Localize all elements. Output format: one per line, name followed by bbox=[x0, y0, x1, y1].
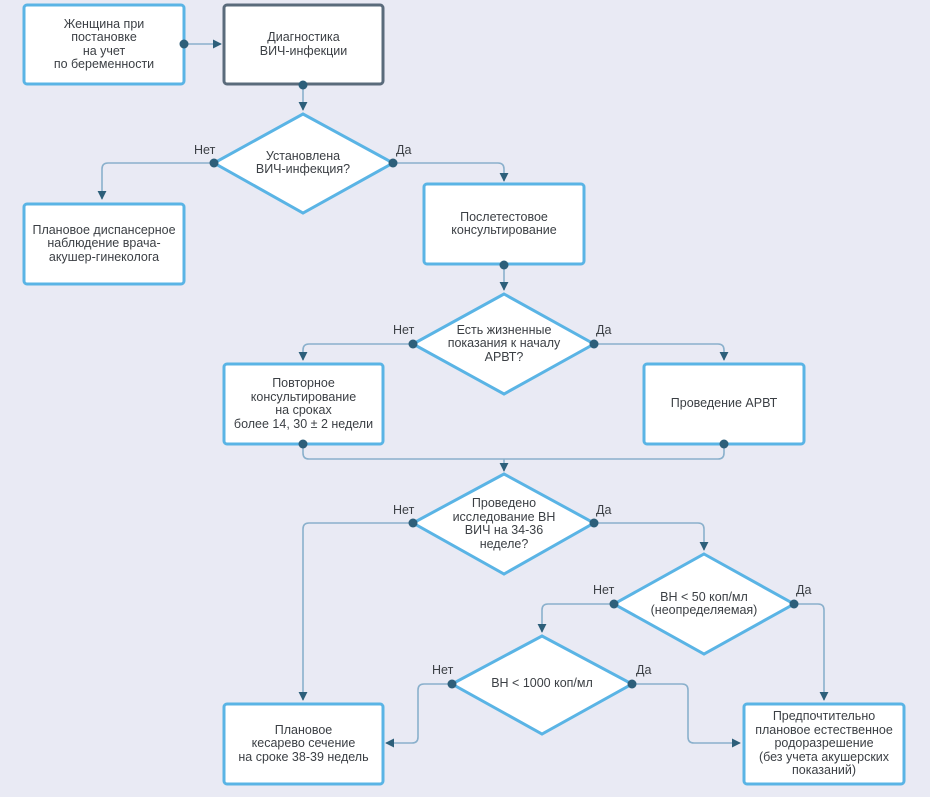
label-no: Нет bbox=[393, 503, 415, 517]
node-vl-below-1000-text: ВН < 1000 коп/мл bbox=[491, 676, 593, 691]
edge-decision4-no bbox=[537, 603, 614, 633]
node-diagnostics-text: Диагностика ВИЧ-инфекции bbox=[259, 30, 348, 58]
edge-decision3-no bbox=[298, 522, 413, 701]
label-yes: Да bbox=[596, 503, 612, 517]
dot bbox=[609, 599, 619, 609]
node-cesarean-text: Плановое кесарево сечение на сроке 38-39… bbox=[238, 722, 369, 764]
node-vl-test-done-text: Проведено исследование ВН ВИЧ на 34-36 н… bbox=[452, 496, 556, 551]
label-yes: Да bbox=[636, 663, 652, 677]
diamond-vl-below-50 bbox=[610, 552, 798, 656]
dot bbox=[408, 518, 418, 528]
dot bbox=[789, 599, 799, 609]
edge-decision2-no bbox=[298, 343, 413, 361]
edge-decision5-yes bbox=[632, 683, 741, 748]
diamond-vl-test-done bbox=[409, 472, 598, 576]
dot bbox=[179, 39, 189, 49]
node-hiv-established-text: Установлена ВИЧ-инфекция? bbox=[255, 148, 351, 176]
edge-decision2-yes bbox=[594, 343, 729, 361]
edge-decision1-yes bbox=[393, 162, 509, 182]
edge-decision3-yes bbox=[594, 522, 709, 551]
diamond-hiv-established bbox=[210, 112, 397, 215]
edge-decision4-yes bbox=[794, 603, 829, 701]
dot bbox=[298, 80, 308, 90]
diamond-vl-below-1000 bbox=[448, 634, 636, 736]
node-vital-indications-text: Есть жизненные показания к началу АРВТ? bbox=[447, 322, 561, 364]
dot bbox=[719, 439, 729, 449]
label-no: Нет bbox=[194, 143, 216, 157]
dot bbox=[627, 679, 637, 689]
dot bbox=[589, 518, 599, 528]
dot bbox=[499, 260, 509, 270]
label-yes: Да bbox=[796, 583, 812, 597]
node-woman-text: Женщина при постановке на учет по береме… bbox=[53, 16, 155, 71]
node-dispensary-text: Плановое диспансерное наблюдение врача- … bbox=[32, 222, 176, 264]
dot bbox=[447, 679, 457, 689]
label-no: Нет bbox=[593, 583, 615, 597]
node-post-test-text: Послетестовое консультирование bbox=[451, 209, 557, 237]
box-natural-birth bbox=[742, 702, 906, 786]
dot bbox=[388, 158, 398, 168]
label-yes: Да bbox=[396, 143, 412, 157]
dot bbox=[408, 339, 418, 349]
box-cesarean bbox=[222, 702, 385, 786]
dot bbox=[209, 158, 219, 168]
edge-decision5-no bbox=[385, 683, 452, 748]
label-no: Нет bbox=[393, 323, 415, 337]
edge-decision1-no bbox=[97, 162, 214, 200]
node-repeat-consult-text: Повторное консультирование на сроках бол… bbox=[233, 376, 374, 431]
box-dispensary bbox=[22, 202, 186, 286]
label-yes: Да bbox=[596, 323, 612, 337]
label-no: Нет bbox=[432, 663, 454, 677]
node-natural-birth-text: Предпочтительно плановое естественное ро… bbox=[755, 709, 893, 778]
dot bbox=[298, 439, 308, 449]
edge-repeat-merge bbox=[302, 444, 725, 460]
diamond-vital-indications bbox=[409, 292, 598, 396]
node-arvt-text: Проведение АРВТ bbox=[670, 396, 778, 411]
dot bbox=[589, 339, 599, 349]
node-vl-below-50-text: ВН < 50 коп/мл (неопределяемая) bbox=[650, 589, 758, 617]
